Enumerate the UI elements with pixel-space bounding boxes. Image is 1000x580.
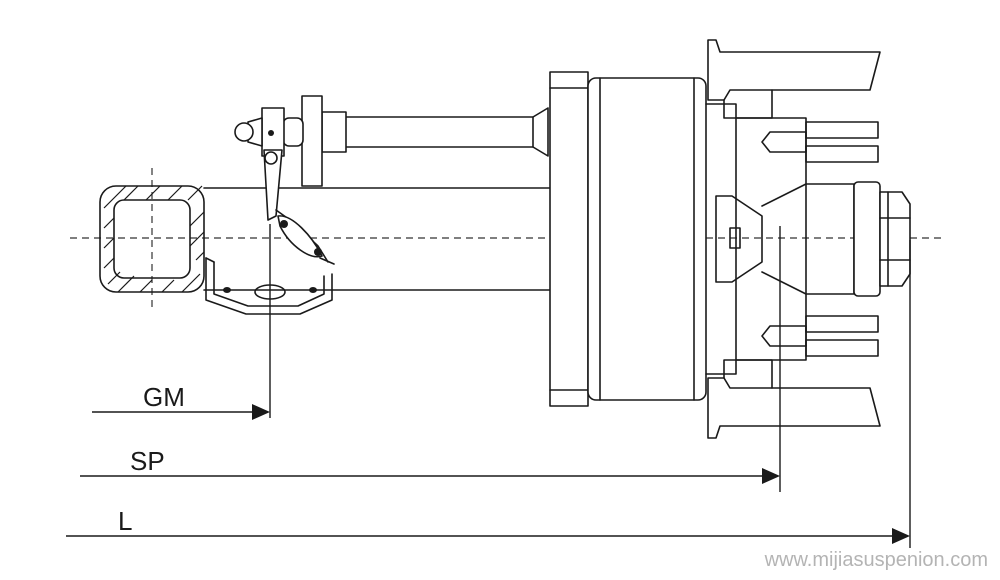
wheel-hub xyxy=(705,39,911,439)
dimension-label-gm: GM xyxy=(143,382,185,412)
camshaft xyxy=(234,95,549,187)
slack-adjuster xyxy=(263,130,335,265)
dimension-l: L xyxy=(66,240,911,548)
chamber-bracket xyxy=(205,257,333,315)
dimension-gm: GM xyxy=(92,224,271,420)
brake-drum xyxy=(549,71,707,407)
watermark-text: www.mijiasuspenion.com xyxy=(764,549,988,571)
dimension-sp: SP xyxy=(80,226,781,492)
dimension-label-sp: SP xyxy=(130,446,165,476)
square-axle-beam-section xyxy=(99,185,205,293)
dimension-label-l: L xyxy=(118,506,132,536)
